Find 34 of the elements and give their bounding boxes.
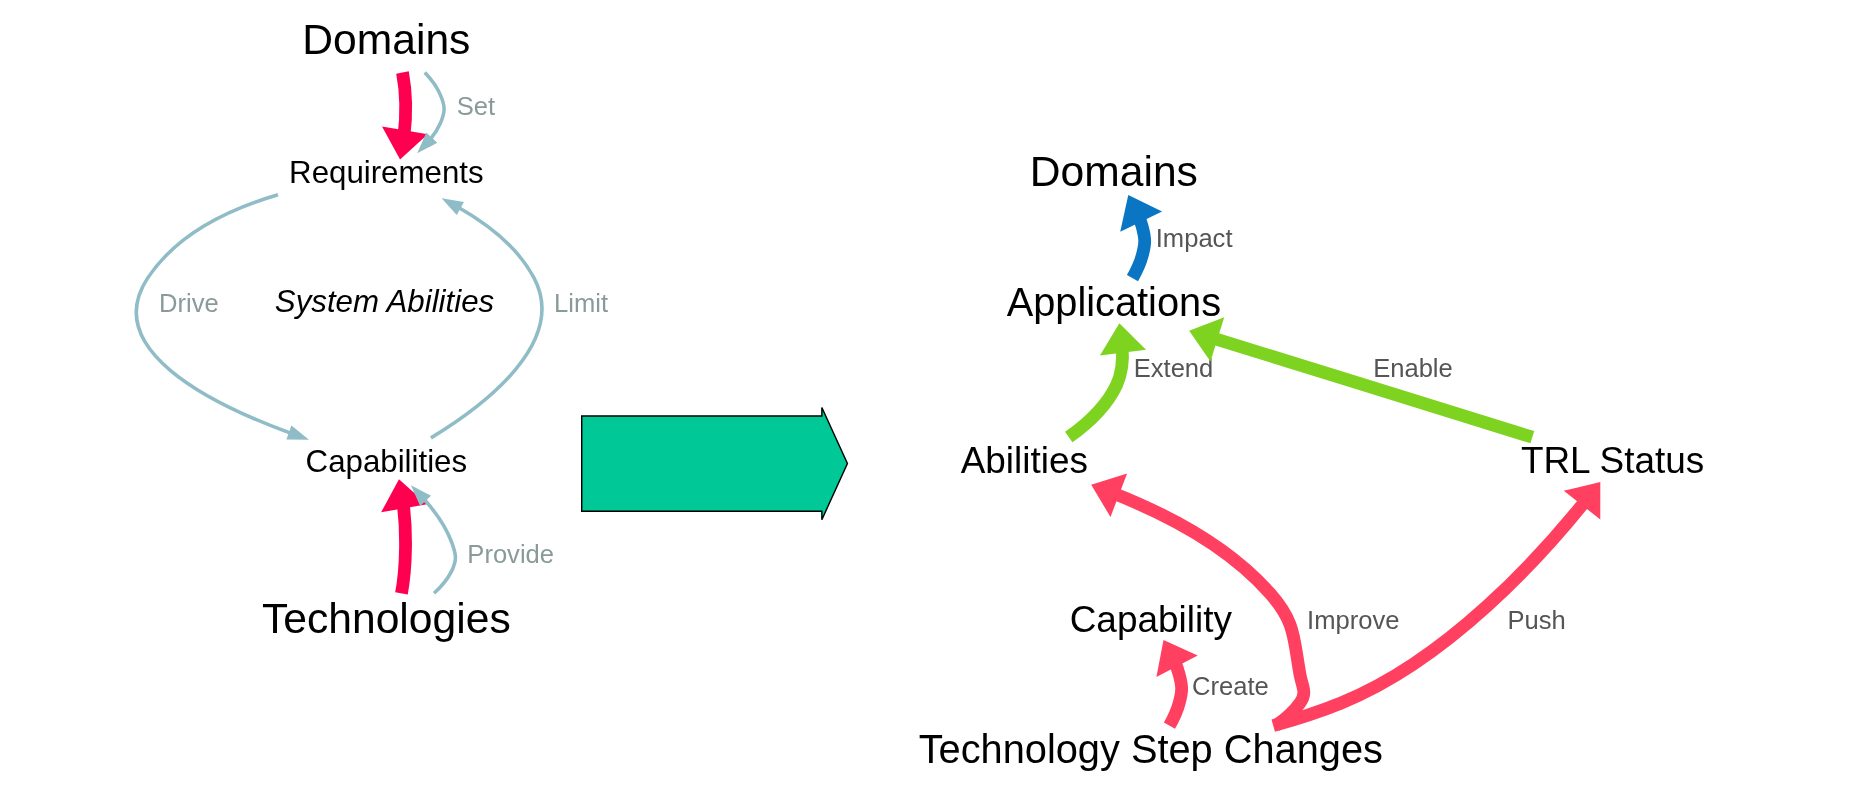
node-text: Requirements: [289, 155, 484, 191]
edge-label: Limit: [554, 289, 608, 318]
node-text: Applications: [1006, 279, 1222, 324]
edge-label: Push: [1507, 605, 1566, 634]
node-text: Domains: [1029, 146, 1198, 195]
edge-label: Enable: [1373, 353, 1453, 382]
edge-label: Improve: [1307, 605, 1400, 634]
arrow: [1120, 194, 1163, 282]
arrow: [1189, 317, 1535, 444]
arrow: [1065, 323, 1147, 443]
edge-label: Impact: [1155, 224, 1233, 253]
edge-label: Extend: [1133, 353, 1214, 382]
arrow: [430, 198, 544, 440]
edge-label: Drive: [159, 289, 219, 318]
node-text: Abilities: [960, 439, 1088, 481]
arrow: [1271, 482, 1601, 732]
edge-label: Set: [456, 92, 496, 121]
node-arrow: [581, 406, 849, 521]
arrow: [410, 485, 458, 595]
arrow: [134, 193, 309, 440]
arrow: [1156, 640, 1198, 729]
edge-label: Create: [1192, 672, 1269, 701]
arrow: [417, 71, 446, 154]
edge-label: Provide: [467, 539, 555, 568]
node-text: Technologies: [261, 594, 511, 643]
node-text: Capabilities: [305, 443, 468, 479]
arrow: [381, 479, 427, 595]
node-text: Technology Step Changes: [918, 727, 1383, 772]
arrow: [1091, 473, 1311, 731]
node-text: TRL Status: [1520, 439, 1705, 481]
node-text: Domains: [302, 14, 471, 63]
label: System Abilities: [274, 284, 495, 320]
arrow: [382, 71, 428, 160]
node-text: Capability: [1069, 598, 1232, 640]
